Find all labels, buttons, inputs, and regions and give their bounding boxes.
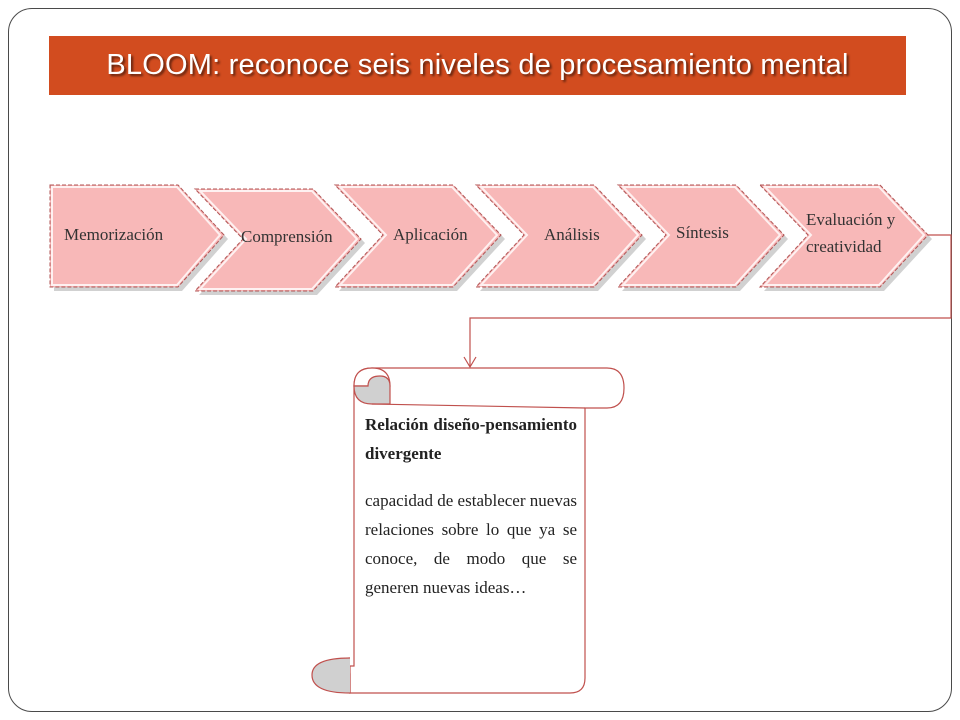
stage-comprension-shape bbox=[193, 188, 365, 295]
slide-title: BLOOM: reconoce seis niveles de procesam… bbox=[106, 49, 849, 81]
scroll-body-text: capacidad de establecer nuevas relacione… bbox=[365, 491, 577, 597]
stage-label-aplicacion: Aplicación bbox=[393, 225, 468, 244]
stage-label-analisis: Análisis bbox=[544, 225, 600, 244]
title-banner: BLOOM: reconoce seis niveles de procesam… bbox=[49, 36, 906, 95]
stage-label-evaluacion-1: Evaluación y bbox=[806, 210, 896, 229]
stage-label-evaluacion-2: creatividad bbox=[806, 237, 882, 256]
stage-memorizacion: Memorización bbox=[48, 183, 228, 291]
stage-evaluacion: Evaluación y creatividad bbox=[758, 183, 938, 291]
stage-memorizacion-shape bbox=[49, 184, 228, 291]
scroll-content: Relación diseño-pensamiento divergente c… bbox=[365, 410, 577, 602]
stage-comprension: Comprensión bbox=[193, 187, 369, 295]
scroll-heading: Relación diseño-pensamiento divergente bbox=[365, 415, 577, 463]
scroll-shape bbox=[311, 367, 625, 694]
stage-label-sintesis: Síntesis bbox=[676, 223, 729, 242]
stage-aplicacion: Aplicación bbox=[333, 183, 509, 291]
stage-aplicacion-shape bbox=[333, 184, 505, 291]
stage-label-memorizacion: Memorización bbox=[64, 225, 164, 244]
stage-label-comprension: Comprensión bbox=[241, 227, 333, 246]
scroll-callout: Relación diseño-pensamiento divergente c… bbox=[310, 366, 628, 696]
